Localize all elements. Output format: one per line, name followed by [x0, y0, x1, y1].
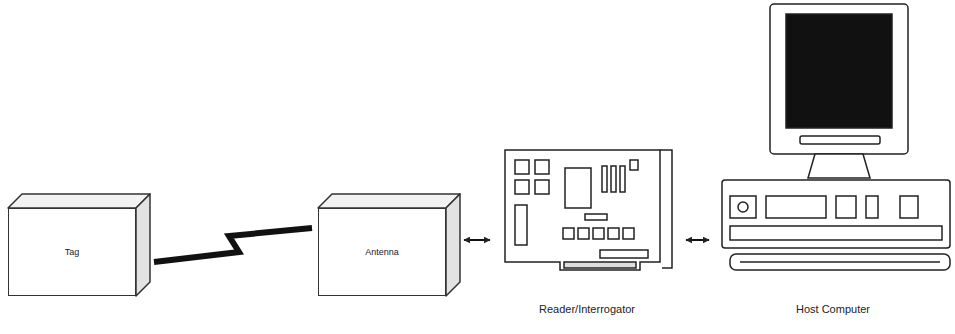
circuit-board-part — [611, 166, 616, 192]
circuit-board-part — [535, 180, 549, 194]
tag-box-faces-part — [8, 194, 150, 208]
wireless-link — [154, 228, 312, 262]
antenna-box-faces-part — [318, 194, 460, 208]
circuit-board-part — [620, 166, 625, 192]
antenna-box-faces-part — [446, 194, 460, 296]
computer-illustration-part — [730, 254, 950, 270]
reader-board: Reader/Interrogator — [494, 146, 680, 316]
circuit-board — [505, 150, 672, 270]
tag-box: Tag — [8, 208, 136, 296]
circuit-board-part — [515, 180, 529, 194]
antenna-box: Antenna — [318, 208, 446, 296]
circuit-board-part — [563, 228, 574, 239]
computer-illustration-part — [722, 180, 950, 248]
box-label: Antenna — [361, 245, 403, 260]
computer-illustration-part — [740, 261, 940, 263]
computer-illustration-part — [770, 4, 908, 154]
part-label: Reader/Interrogator — [494, 303, 680, 316]
circuit-board-part — [515, 160, 529, 174]
computer-illustration-part — [800, 136, 880, 144]
computer-illustration-part — [730, 226, 942, 240]
data-arrow — [464, 239, 490, 241]
computer-illustration-part — [730, 196, 756, 218]
computer-illustration-part — [836, 196, 856, 218]
circuit-board-part — [505, 150, 660, 270]
box-label: Tag — [61, 245, 84, 260]
circuit-board-part — [602, 166, 607, 192]
computer-illustration-part — [766, 196, 826, 218]
circuit-board-part — [515, 205, 527, 245]
tag-box-faces — [8, 194, 150, 296]
circuit-board-part — [585, 214, 607, 220]
data-arrow — [686, 239, 709, 241]
circuit-board-part — [660, 150, 672, 268]
computer-illustration-part — [786, 14, 892, 128]
computer-illustration-part — [900, 196, 918, 218]
circuit-board-part — [623, 228, 634, 239]
circuit-board-part — [593, 228, 604, 239]
antenna-box-faces — [318, 194, 460, 296]
circuit-board-part — [578, 228, 589, 239]
circuit-board-part — [608, 228, 619, 239]
computer-illustration-part — [808, 154, 870, 178]
tag-box-faces-part — [136, 194, 150, 296]
computer-illustration-part — [738, 202, 748, 212]
circuit-board-part — [535, 160, 549, 174]
circuit-board-part — [600, 250, 648, 258]
circuit-board-part — [565, 168, 591, 208]
computer-illustration — [722, 4, 950, 270]
computer-illustration-part — [866, 196, 878, 218]
circuit-board-part — [630, 160, 638, 170]
host-computer: Host Computer — [713, 2, 953, 316]
circuit-board-part — [564, 262, 636, 268]
part-label: Host Computer — [713, 303, 953, 316]
